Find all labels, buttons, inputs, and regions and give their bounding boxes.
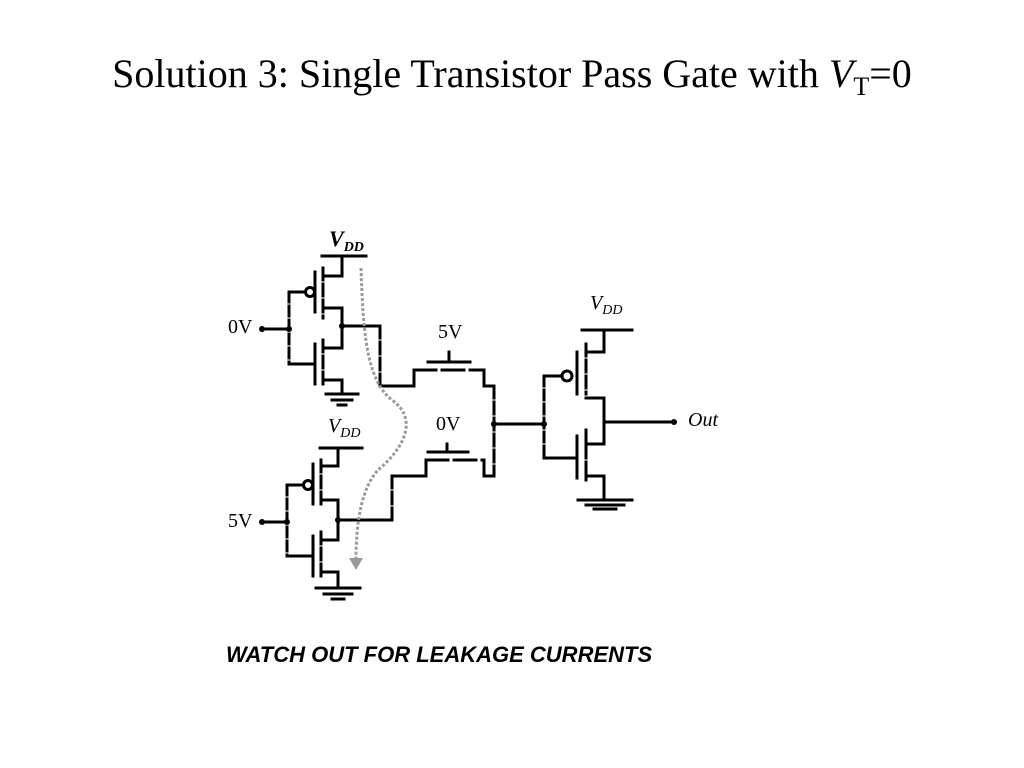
bottom-pass-transistor (424, 442, 496, 478)
top-inverter (260, 254, 416, 407)
slide-title: Solution 3: Single Transistor Pass Gate … (0, 50, 1024, 101)
title-sub: T (853, 72, 870, 101)
bottom-vdd-label: VDD (328, 415, 360, 441)
output-terminal (671, 419, 677, 425)
leakage-current-arrow (349, 267, 408, 570)
title-tail: =0 (869, 51, 912, 96)
out-vdd-label: VDD (590, 292, 622, 318)
bottom-pass-gate-label: 0V (436, 413, 461, 435)
bottom-input-label: 5V (228, 510, 253, 532)
leakage-arrowhead (349, 558, 363, 570)
top-pmos-bubble (304, 286, 316, 298)
output-label: Out (688, 409, 718, 431)
top-input-label: 0V (228, 316, 253, 338)
bottom-inverter (260, 446, 428, 601)
top-pass-gate-label: 5V (438, 321, 463, 343)
top-vdd-label: VDD (329, 226, 364, 255)
title-var: V (828, 51, 854, 96)
title-main: Solution 3: Single Transistor Pass Gate … (112, 51, 829, 96)
bottom-input-terminal (259, 519, 265, 525)
top-pass-transistor (412, 350, 496, 388)
junction-dots (259, 323, 677, 525)
bottom-pmos-bubble (302, 479, 314, 491)
top-input-terminal (259, 326, 265, 332)
output-inverter (542, 328, 676, 511)
leakage-warning: WATCH OUT FOR LEAKAGE CURRENTS (226, 642, 653, 667)
